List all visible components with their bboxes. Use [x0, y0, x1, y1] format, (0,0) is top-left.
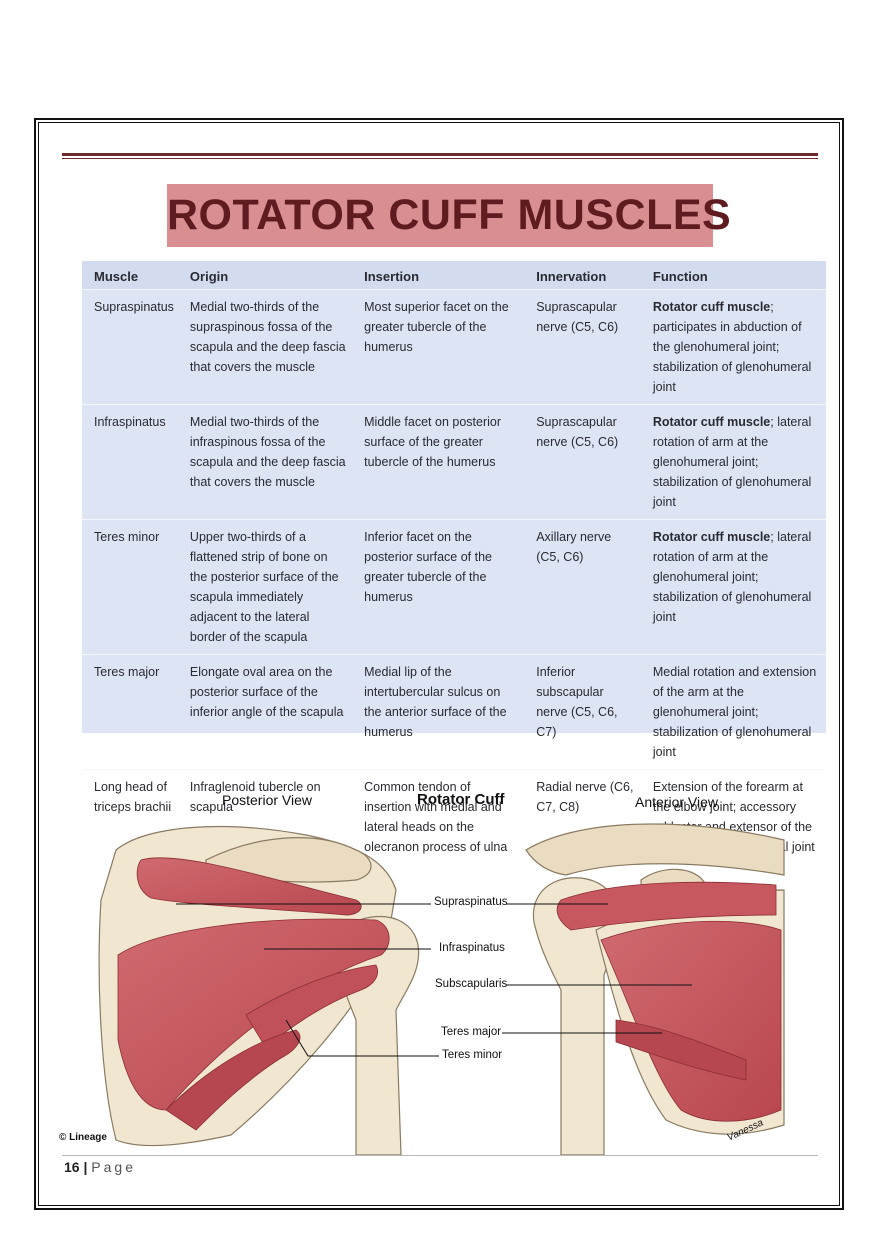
- image-credit: © Lineage: [59, 1132, 107, 1143]
- footer-rule: [62, 1155, 818, 1156]
- cell-innervation: Axillary nerve (C5, C6): [524, 519, 641, 655]
- cell-muscle: Supraspinatus: [82, 289, 178, 405]
- posterior-view-drawing: [98, 826, 439, 1156]
- cell-muscle: Teres minor: [82, 519, 178, 655]
- teres-major-anterior: [615, 1019, 747, 1081]
- table-row: Teres minor Upper two-thirds of a flatte…: [82, 519, 826, 655]
- cell-function: Medial rotation and extension of the arm…: [640, 654, 826, 770]
- label-teres-minor: Teres minor: [442, 1049, 503, 1061]
- function-bold: Rotator cuff muscle: [652, 300, 771, 314]
- label-infraspinatus: Infraspinatus: [439, 942, 505, 954]
- cell-muscle: Infraspinatus: [82, 404, 178, 520]
- cell-origin: Medial two-thirds of the supraspinous fo…: [177, 289, 353, 405]
- column-header-innervation: Innervation: [524, 261, 641, 290]
- table-row: Supraspinatus Medial two-thirds of the s…: [82, 289, 826, 405]
- cell-origin: Medial two-thirds of the infraspinous fo…: [177, 404, 353, 520]
- cell-origin: Upper two-thirds of a flattened strip of…: [177, 519, 353, 655]
- leader-teres-minor: [285, 1019, 439, 1057]
- muscle-table: Muscle Origin Insertion Innervation Func…: [82, 261, 826, 864]
- column-header-insertion: Insertion: [352, 261, 525, 290]
- anterior-view-label: Anterior View: [635, 794, 719, 810]
- cell-insertion: Common tendon of insertion with medial a…: [352, 769, 525, 864]
- page-footer: 16 | Page: [64, 1159, 136, 1175]
- title-banner: ROTATOR CUFF MUSCLES: [167, 184, 732, 247]
- page-separator: |: [83, 1159, 88, 1175]
- page-title: ROTATOR CUFF MUSCLES: [167, 191, 732, 239]
- muscle-table-container: Muscle Origin Insertion Innervation Func…: [82, 261, 826, 864]
- cell-function: Rotator cuff muscle; lateral rotation of…: [640, 404, 826, 520]
- function-text: ; participates in abduction of the gleno…: [652, 300, 812, 394]
- teres-major-muscle: [165, 1029, 301, 1131]
- cell-insertion: Middle facet on posterior surface of the…: [352, 404, 525, 520]
- function-text: Medial rotation and extension of the arm…: [652, 665, 817, 759]
- page-border-outer: [34, 118, 844, 1210]
- cell-innervation: Inferior subscapular nerve (C5, C6, C7): [524, 654, 641, 770]
- cell-function: Rotator cuff muscle; lateral rotation of…: [640, 519, 826, 655]
- rotator-cuff-figure: Posterior View Rotator Cuff Anterior Vie…: [56, 780, 786, 1156]
- anterior-clavicle: [525, 823, 785, 876]
- teres-minor-muscle: [245, 964, 378, 1049]
- cell-origin: Elongate oval area on the posterior surf…: [177, 654, 353, 770]
- anterior-view-drawing: [502, 823, 785, 1156]
- cell-insertion: Inferior facet on the posterior surface …: [352, 519, 525, 655]
- header-rule-thin: [62, 158, 818, 159]
- supraspinatus-muscle-anterior: [556, 881, 777, 931]
- label-teres-major: Teres major: [441, 1026, 502, 1038]
- cell-muscle: Teres major: [82, 654, 178, 770]
- page-word: Page: [91, 1159, 136, 1175]
- table-header-row: Muscle Origin Insertion Innervation Func…: [82, 261, 826, 290]
- function-text: ; lateral rotation of arm at the glenohu…: [652, 415, 812, 509]
- page-border-inner: [38, 122, 840, 1206]
- cell-insertion: Medial lip of the intertubercular sulcus…: [352, 654, 525, 770]
- label-subscapularis: Subscapularis: [435, 978, 508, 990]
- header-rule: [62, 153, 818, 156]
- column-header-origin: Origin: [177, 261, 353, 290]
- column-header-muscle: Muscle: [82, 261, 178, 290]
- cell-insertion: Most superior facet on the greater tuber…: [352, 289, 525, 405]
- function-bold: Rotator cuff muscle: [652, 415, 771, 429]
- function-bold: Rotator cuff muscle: [652, 530, 771, 544]
- supraspinatus-muscle-posterior: [136, 857, 362, 916]
- rotator-cuff-illustration: [98, 823, 785, 1156]
- cell-innervation: Suprascapular nerve (C5, C6): [524, 289, 641, 405]
- label-supraspinatus: Supraspinatus: [434, 896, 508, 908]
- cell-function: Rotator cuff muscle; participates in abd…: [640, 289, 826, 405]
- column-header-function: Function: [640, 261, 826, 290]
- table-row: Teres major Elongate oval area on the po…: [82, 654, 826, 770]
- posterior-view-label: Posterior View: [222, 792, 313, 808]
- cell-innervation: Suprascapular nerve (C5, C6): [524, 404, 641, 520]
- function-text: ; lateral rotation of arm at the glenohu…: [652, 530, 812, 624]
- table-row: Infraspinatus Medial two-thirds of the i…: [82, 404, 826, 520]
- figure-title: Rotator Cuff: [417, 791, 505, 808]
- page-number: 16: [64, 1159, 80, 1175]
